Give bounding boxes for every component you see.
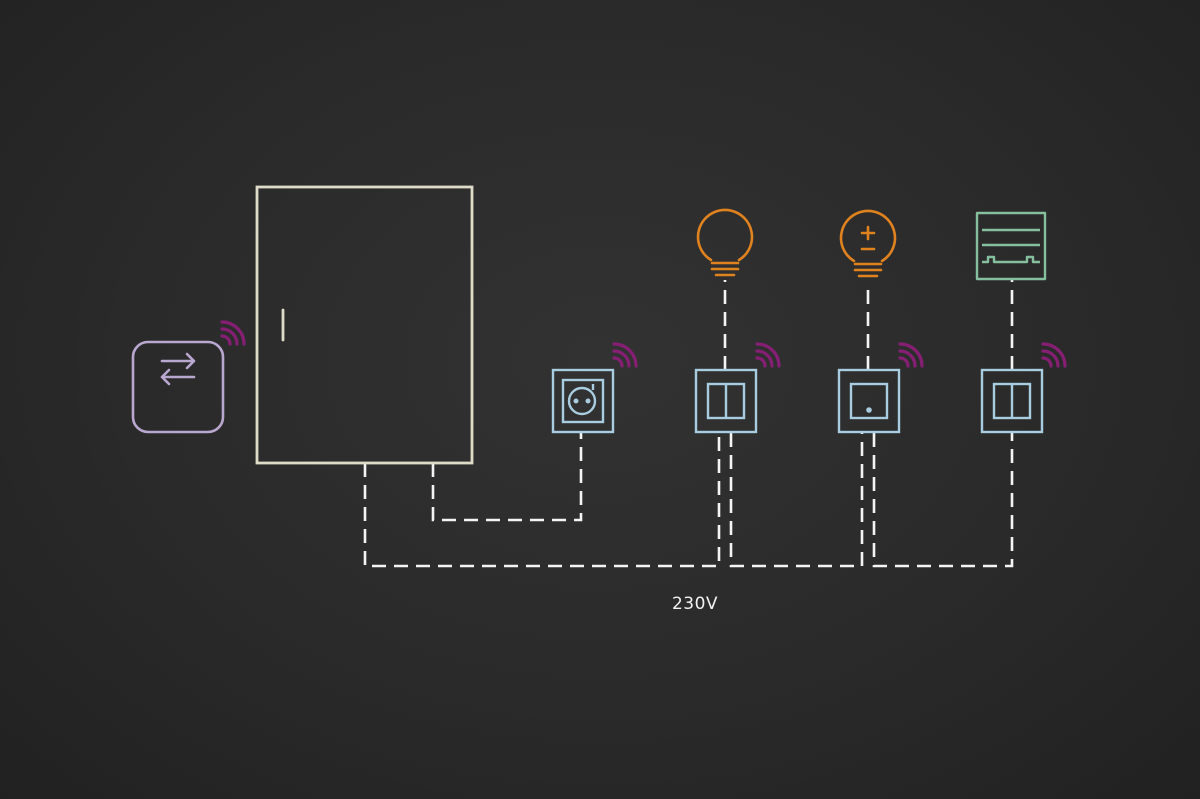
blind-icon (975, 211, 1047, 281)
gateway-icon (131, 340, 225, 434)
wireless-signal-icon (1041, 342, 1067, 368)
double-switch-icon (694, 368, 758, 434)
wireless-signal-icon (612, 342, 638, 368)
wireless-signals (220, 320, 1067, 368)
wire-main-bus (363, 433, 721, 568)
dimmer-switch-icon (837, 368, 901, 434)
socket-icon (551, 368, 615, 434)
wire-switch2-to-switch3 (872, 433, 1014, 568)
distribution-cabinet-icon (255, 185, 474, 465)
voltage-label: 230V (671, 594, 719, 614)
wire-socket-feed (431, 433, 583, 522)
wire-switch1-to-switch2 (729, 433, 864, 568)
wireless-signal-icon (220, 320, 246, 346)
blind-switch-icon (980, 368, 1044, 434)
light-bulb-icon (696, 208, 754, 277)
wiring-lines (363, 280, 1014, 568)
wireless-signal-icon (755, 342, 781, 368)
dimmable-bulb-icon (839, 209, 897, 278)
wireless-signal-icon (898, 342, 924, 368)
